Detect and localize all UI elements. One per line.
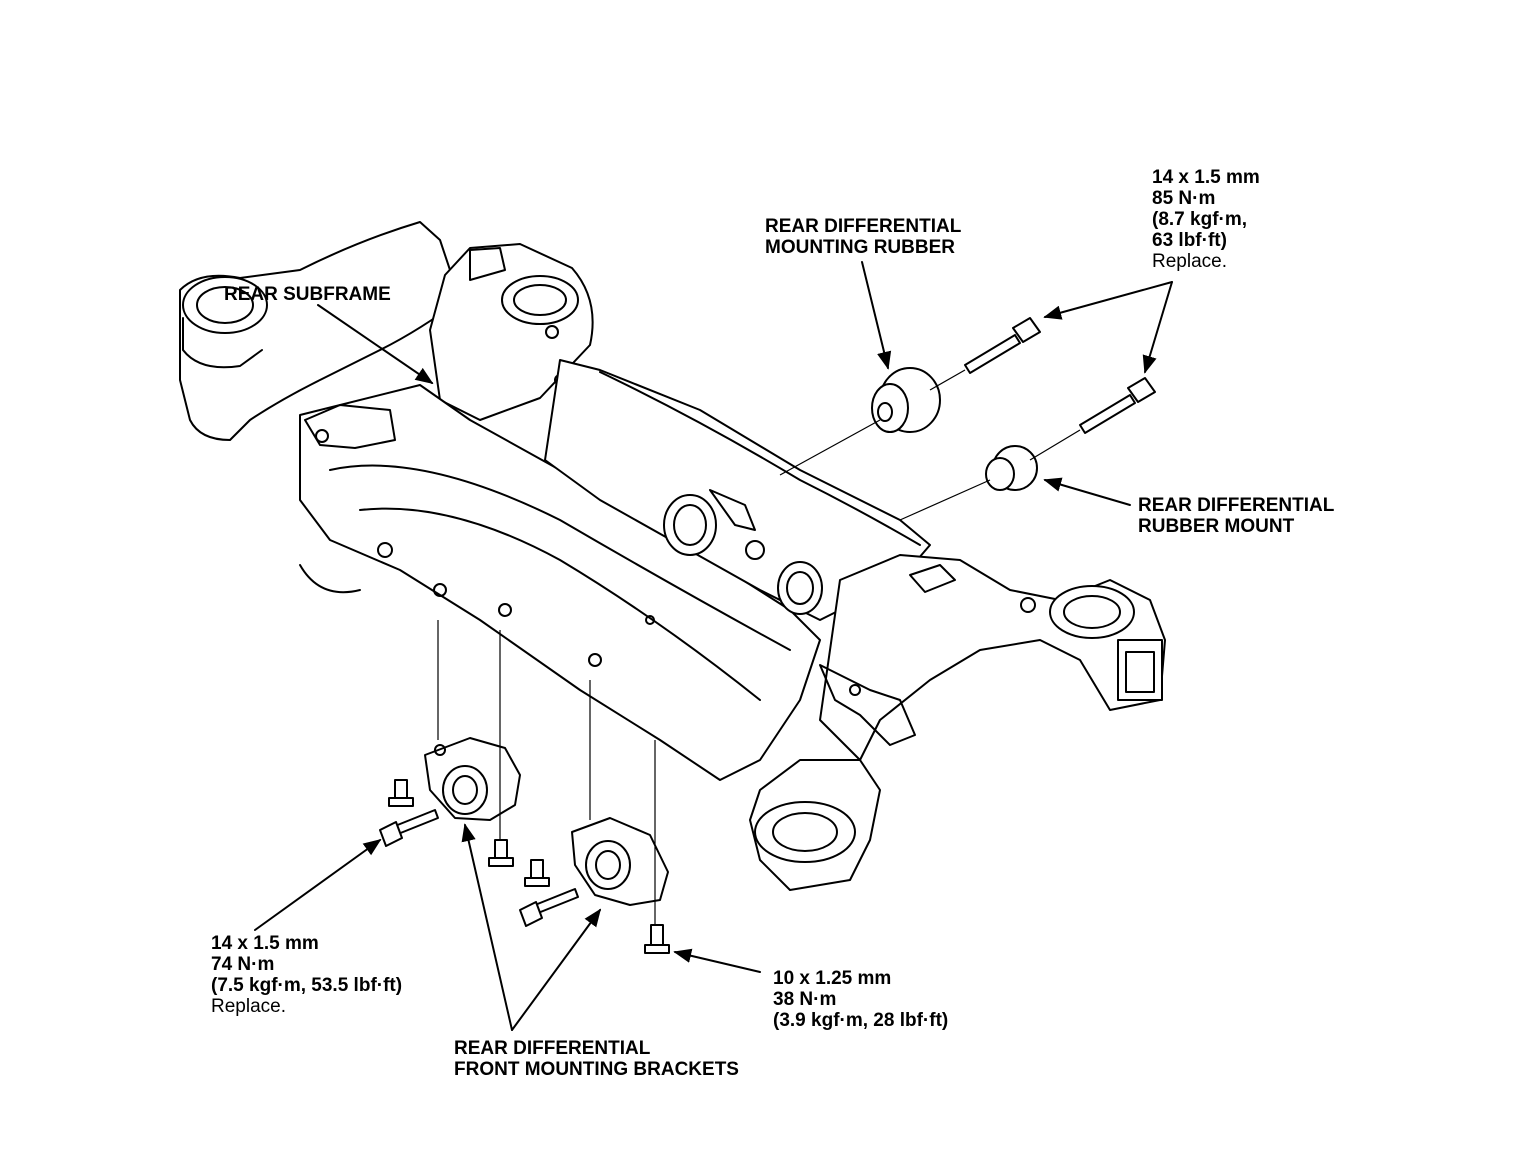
spec-lower-left-alt: (7.5 kgf·m, 53.5 lbf·ft) [211,975,403,996]
front-bracket-left [424,737,521,821]
spec-upper-torque: 85 N·m [1152,188,1216,209]
spec-lower-small-alt: (3.9 kgf·m, 28 lbf·ft) [773,1010,949,1031]
front-bracket-right [571,817,669,906]
spec-lower-left-torque: 74 N·m [211,954,275,975]
label-mounting-rubber: REAR DIFFERENTIAL MOUNTING RUBBER [765,216,961,258]
label-front-brackets-line1: REAR DIFFERENTIAL [454,1038,651,1059]
lower-small-bolts [388,779,670,954]
spec-lower-small-bolt: 10 x 1.25 mm 38 N·m (3.9 kgf·m, 28 lbf·f… [773,968,948,1031]
upper-bolt-1 [964,317,1041,374]
leader-arrows [254,261,1173,1031]
spec-lower-left-bolt: 14 x 1.5 mm 74 N·m (7.5 kgf·m, 53.5 lbf·… [211,933,402,1017]
spec-lower-small-size: 10 x 1.25 mm [773,968,892,989]
label-front-brackets-line2: FRONT MOUNTING BRACKETS [454,1059,739,1080]
rubber-mount-part [985,445,1038,491]
rear-subframe [179,221,1166,891]
label-front-brackets: REAR DIFFERENTIAL FRONT MOUNTING BRACKET… [454,1038,739,1080]
spec-upper-alt1: (8.7 kgf·m, [1152,209,1248,230]
spec-upper-alt2: 63 lbf·ft) [1152,230,1227,251]
upper-bolt-2 [1079,377,1156,434]
label-rear-subframe: REAR SUBFRAME [224,284,391,305]
label-rear-subframe-text: REAR SUBFRAME [224,284,391,305]
spec-upper-size: 14 x 1.5 mm [1152,167,1260,188]
spec-upper-note: Replace. [1152,251,1227,272]
spec-lower-left-size: 14 x 1.5 mm [211,933,319,954]
label-rubber-mount-line2: RUBBER MOUNT [1138,516,1295,537]
label-rubber-mount: REAR DIFFERENTIAL RUBBER MOUNT [1138,495,1334,537]
label-rubber-mount-line1: REAR DIFFERENTIAL [1138,495,1335,516]
spec-lower-left-note: Replace. [211,996,286,1017]
spec-lower-small-torque: 38 N·m [773,989,837,1010]
spec-upper-bolt: 14 x 1.5 mm 85 N·m (8.7 kgf·m, 63 lbf·ft… [1152,167,1260,272]
label-mounting-rubber-line1: REAR DIFFERENTIAL [765,216,962,237]
mounting-rubber-part [871,367,941,433]
label-mounting-rubber-line2: MOUNTING RUBBER [765,237,955,258]
lower-large-bolts [379,809,579,927]
